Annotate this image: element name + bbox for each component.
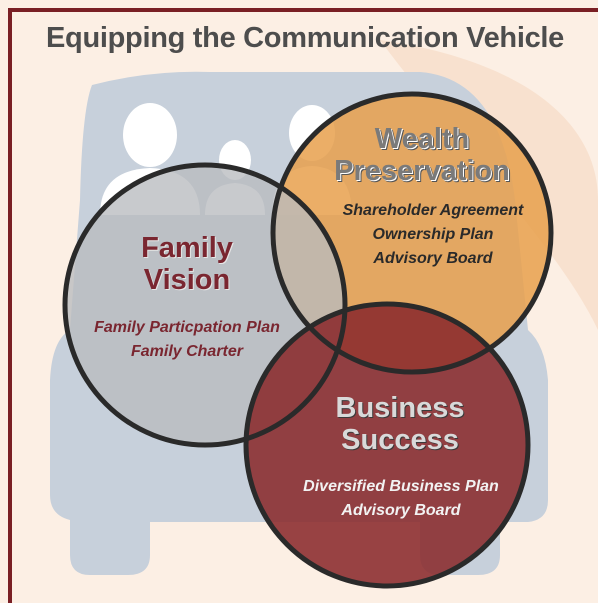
wealth-preservation-items: Shareholder Agreement Ownership Plan Adv… (318, 199, 548, 271)
wealth-item: Ownership Plan (372, 226, 494, 243)
frame-border-top (8, 8, 598, 12)
business-title-line1: Business (335, 392, 465, 424)
family-item: Family Particpation Plan (94, 319, 280, 336)
wealth-title-line1: Wealth (374, 123, 470, 155)
family-vision-title: Family Vision (92, 232, 282, 296)
business-success-title: Business Success (300, 392, 500, 456)
background-swoosh (380, 40, 598, 330)
business-circle (246, 304, 528, 586)
business-item: Diversified Business Plan (303, 478, 499, 495)
business-success-items: Diversified Business Plan Advisory Board (281, 475, 521, 523)
frame-border-left (8, 8, 12, 603)
wealth-preservation-title: Wealth Preservation (312, 123, 532, 187)
wealth-item: Shareholder Agreement (342, 202, 524, 219)
wealth-title-line2: Preservation (334, 155, 510, 187)
business-title-line2: Success (341, 424, 459, 456)
business-item: Advisory Board (341, 502, 461, 519)
circle-outlines (62, 91, 554, 589)
wealth-item: Advisory Board (373, 250, 493, 267)
diagram-title: Equipping the Communication Vehicle (46, 22, 564, 54)
family-vision-items: Family Particpation Plan Family Charter (72, 316, 302, 364)
family-item: Family Charter (130, 343, 244, 360)
family-title-line2: Vision (143, 264, 231, 296)
family-title-line1: Family (141, 232, 233, 264)
